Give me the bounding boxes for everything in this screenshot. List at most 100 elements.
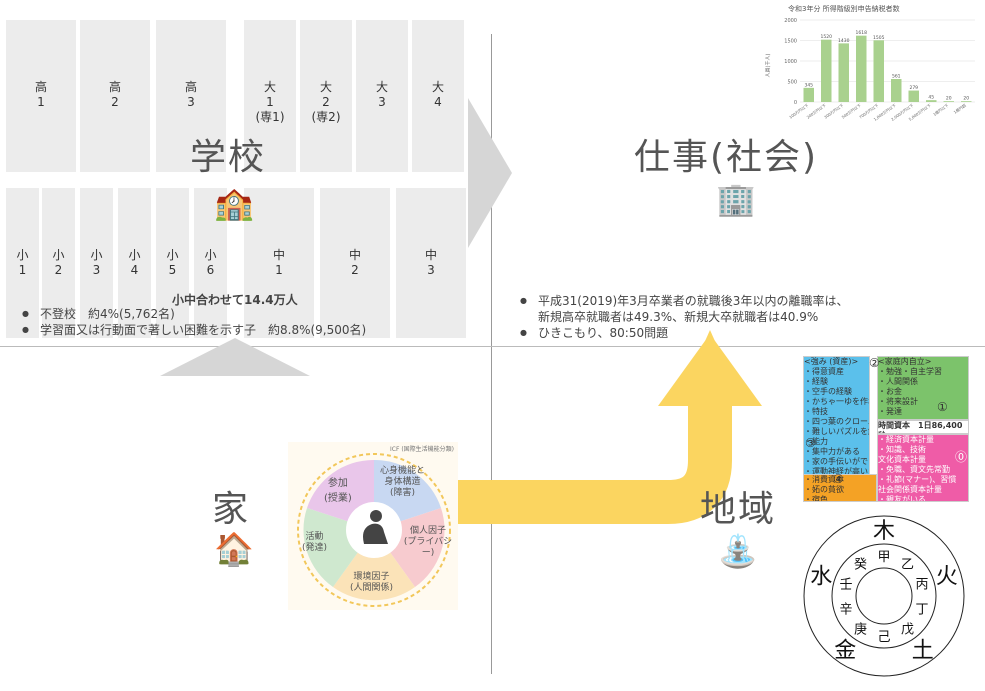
capital-item: ・免職、資文先常勤: [878, 465, 968, 475]
chart-xtick-label: 1億円以下: [932, 103, 949, 117]
fountain-icon: ⛲: [718, 532, 758, 570]
independence-title: <家庭内自立>: [878, 357, 968, 367]
chart-data-label: 1505: [873, 35, 885, 41]
wheel-inner-char: 辛: [839, 602, 852, 617]
independence-item: ・お金: [878, 387, 968, 397]
marker-3: ③: [805, 436, 816, 450]
icf-seg-activity: 活動 (発達): [302, 532, 327, 554]
grade-box-upper: 大 4: [412, 20, 464, 172]
wheel-outer-char: 金: [834, 638, 856, 663]
chart-ytick-label: 500: [787, 80, 797, 86]
chart-data-label: 1430: [838, 38, 850, 44]
school-title: 学校: [190, 128, 266, 180]
wheel-inner-char: 乙: [901, 558, 914, 573]
marker-4: ④: [833, 472, 844, 486]
office-building-icon: 🏢: [716, 180, 756, 218]
capital-card: ・経済資本計量・知識、技術文化資本計量・免職、資文先常勤・礼節(マナー)、習慣社…: [877, 434, 969, 502]
wheel-inner-char: 甲: [877, 550, 890, 565]
chart-bar: [839, 43, 850, 102]
chart-title: 令和3年分 所得階級別申告納税者数: [788, 4, 900, 14]
strength-title: <強み (資産)>: [804, 357, 869, 367]
wheel-inner-char: 庚: [854, 621, 867, 637]
strength-card: <強み (資産)> ・得意資産・経験・空手の経験・かちゃ一ゆを作れる・特技・四つ…: [803, 356, 870, 476]
independence-list: ・勉強・自主学習・人間関係・お金・将来設計・発達: [878, 367, 968, 417]
capital-list: ・経済資本計量・知識、技術文化資本計量・免職、資文先常勤・礼節(マナー)、習慣社…: [878, 435, 968, 502]
marker-1: ①: [937, 400, 948, 414]
chart-xtick-label: 1億円超: [953, 103, 967, 115]
grade-box-upper: 大 3: [356, 20, 408, 172]
chart-bar: [909, 91, 920, 102]
chart-data-label: 561: [892, 73, 901, 79]
school-notes: 不登校 約4%(5,762名) 学習面又は行動面で著しい困難を示す子 約8.8%…: [22, 306, 366, 338]
icf-diagram: ICF (国際生活機能分類) 参加 (授業) 心身機能と 身体構造 (障害) 個…: [288, 442, 458, 610]
home-title: 家: [212, 480, 250, 532]
icf-seg-participation: 参加 (授業): [324, 474, 352, 504]
independence-item: ・発達: [878, 407, 968, 417]
chart-bar: [856, 36, 867, 102]
consumption-item: ・宿色: [804, 495, 876, 502]
school-to-work-arrow: [468, 98, 514, 248]
wheel-inner-char: 丙: [916, 578, 929, 593]
grade-box-upper: 大 2 (専2): [300, 20, 352, 172]
wheel-inner-char: 戊: [901, 622, 914, 637]
capital-diagram: <強み (資産)> ・得意資産・経験・空手の経験・かちゃ一ゆを作れる・特技・四つ…: [803, 356, 968, 500]
wheel-outer-char: 木: [873, 519, 895, 544]
strength-item: ・空手の経験: [804, 387, 869, 397]
independence-item: ・勉強・自主学習: [878, 367, 968, 377]
strength-item: ・得意資産: [804, 367, 869, 377]
independence-card: <家庭内自立> ・勉強・自主学習・人間関係・お金・将来設計・発達: [877, 356, 969, 420]
independence-item: ・将来設計: [878, 397, 968, 407]
chart-ytick-label: 1000: [784, 59, 797, 65]
chart-plot: 0500100015002000345100万円以下1520200万円以下143…: [770, 14, 982, 126]
wheel-outer-char: 火: [936, 565, 958, 590]
strength-item: ・かちゃ一ゆを作れる: [804, 397, 869, 407]
chart-data-label: 20: [946, 96, 952, 102]
wheel-inner-char: 壬: [839, 578, 852, 593]
capital-item: ・親友がいる: [878, 495, 968, 502]
chart-bar: [821, 40, 832, 102]
chart-ytick-label: 1500: [784, 39, 797, 45]
school-note-2: 学習面又は行動面で著しい困難を示す子 約8.8%(9,500名): [22, 322, 366, 338]
chart-data-label: 1520: [821, 34, 833, 40]
work-note-1: 平成31(2019)年3月卒業者の就職後3年以内の離職率は、 新規高卒就職者は4…: [520, 293, 848, 325]
chart-bar: [891, 79, 902, 102]
chart-bar: [804, 88, 815, 102]
icf-seg-environment: 環境因子 (人間関係): [350, 572, 393, 594]
strength-item: ・家の手伝いができる: [804, 457, 869, 467]
region-title: 地域: [700, 480, 776, 532]
home-to-school-arrow: [160, 338, 310, 376]
marker-0: ⓪: [955, 448, 967, 465]
time-capital-card: 時間資本 1日86,400秒: [877, 420, 969, 434]
grade-box-lower: 中 3: [396, 188, 466, 338]
chart-bar: [874, 40, 885, 102]
wheel-inner-char: 己: [877, 630, 890, 645]
consumption-item: ・妬の貧欲: [804, 485, 876, 495]
house-icon: 🏠: [214, 530, 254, 568]
capital-item: 社会関係資本計量: [878, 485, 968, 495]
marker-2: ②: [869, 356, 880, 370]
icf-seg-personal: 個人因子 (プライバシー): [398, 526, 458, 559]
capital-item: ・経済資本計量: [878, 435, 968, 445]
chart-data-label: 1618: [856, 30, 868, 36]
school-note-1: 不登校 約4%(5,762名): [22, 306, 366, 322]
wheel-outer-char: 水: [810, 565, 832, 590]
chart-data-label: 279: [909, 85, 918, 91]
icf-seg-body: 心身機能と 身体構造 (障害): [380, 466, 425, 499]
capital-item: ・礼節(マナー)、習慣: [878, 475, 968, 485]
grade-box-upper: 高 2: [80, 20, 150, 172]
chart-ytick-label: 0: [794, 100, 797, 106]
sitting-person-icon: [354, 508, 394, 548]
wheel-inner-char: 癸: [854, 558, 867, 573]
grade-box-upper: 高 1: [6, 20, 76, 172]
strength-item: ・経験: [804, 377, 869, 387]
chart-data-label: 45: [928, 95, 934, 101]
school-building-icon: 🏫: [214, 184, 254, 222]
chart-ytick-label: 2000: [784, 18, 797, 24]
wheel-outer-char: 土: [912, 638, 934, 663]
strength-item: ・特技: [804, 407, 869, 417]
wheel-inner-char: 丁: [916, 602, 929, 617]
work-title: 仕事(社会): [634, 128, 818, 180]
independence-item: ・人間関係: [878, 377, 968, 387]
